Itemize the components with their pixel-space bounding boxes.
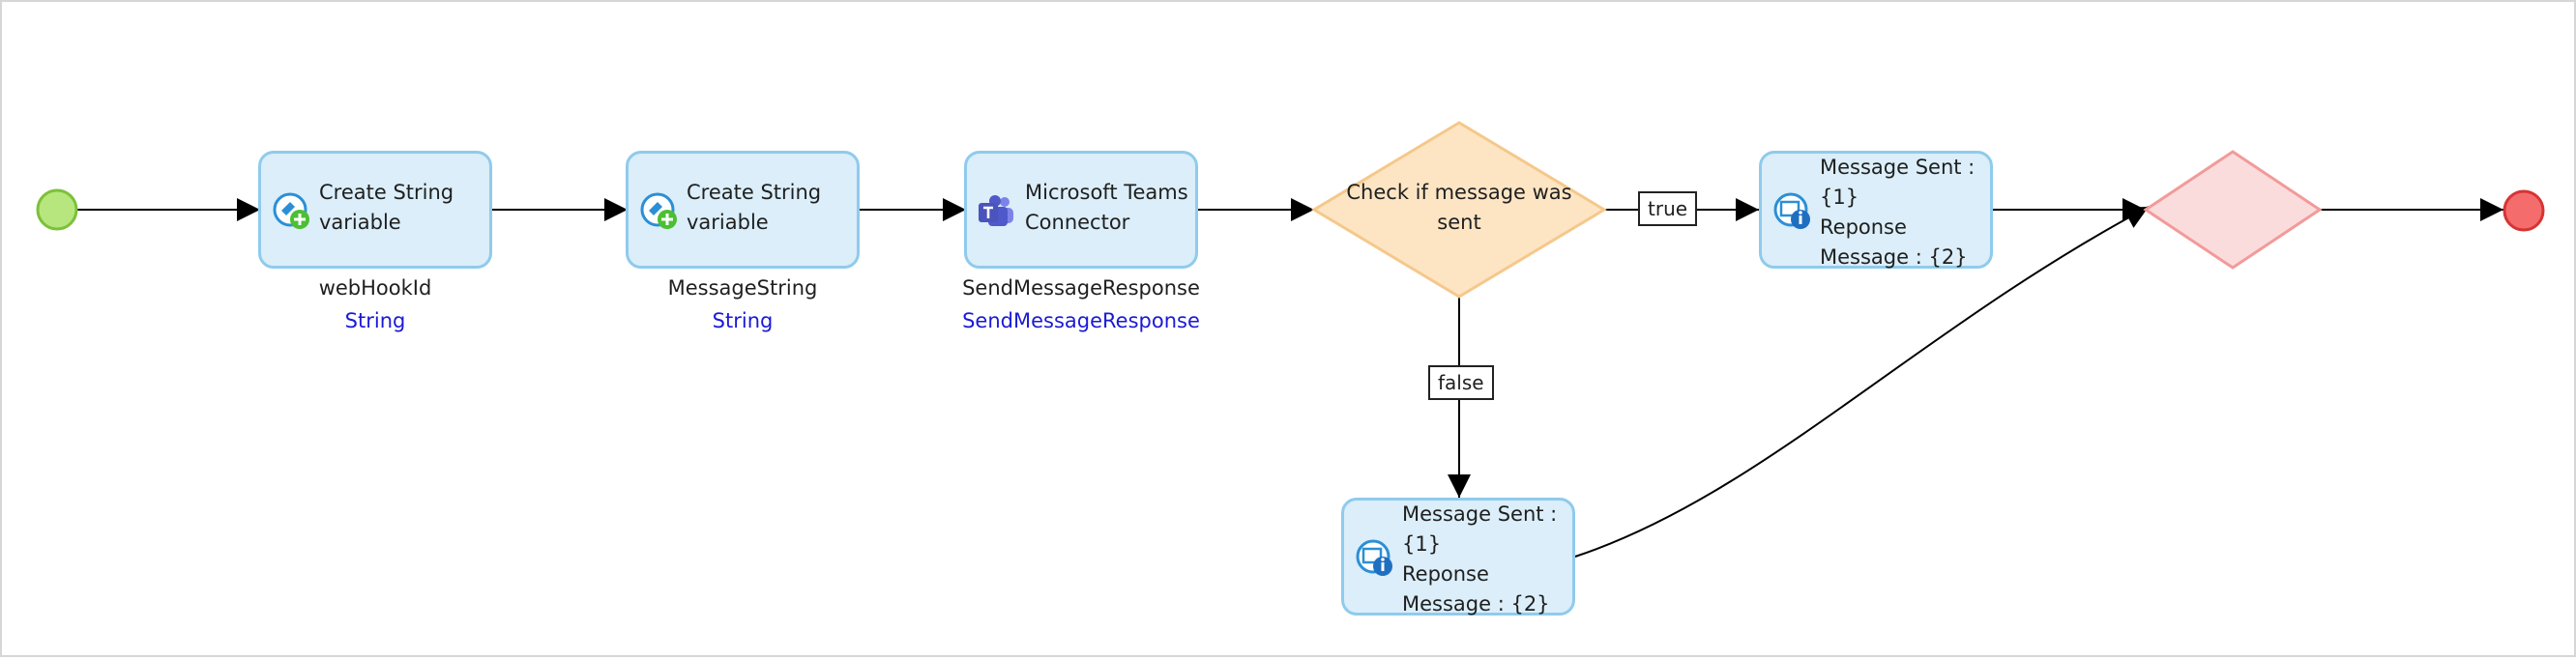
start-event[interactable]	[36, 188, 78, 231]
output-variable-type: String	[712, 309, 774, 332]
show-message-icon	[1771, 190, 1814, 242]
output-variable-name: SendMessageResponse	[962, 276, 1200, 300]
merge-gateway[interactable]	[2143, 150, 2323, 270]
activity-create-string-messagestring[interactable]: Create String variable	[626, 151, 860, 269]
create-variable-icon	[271, 190, 313, 242]
activity-label: Microsoft Teams Connector	[1025, 181, 1188, 234]
microsoft-teams-icon	[977, 192, 1015, 240]
decision-check-message-sent[interactable]	[1311, 121, 1607, 299]
decision-label: Check if message was sent	[1346, 181, 1572, 234]
activity-label: Create String variable	[687, 181, 822, 234]
activity-create-string-webhookid[interactable]: Create String variable	[258, 151, 492, 269]
activity-show-message-false[interactable]: Message Sent : {1} Reponse Message : {2}	[1341, 498, 1575, 616]
flow-msgfalse-to-merge[interactable]	[1574, 206, 2150, 558]
activity-label: Message Sent : {1} Reponse Message : {2}	[1402, 502, 1558, 616]
create-variable-icon	[638, 190, 681, 242]
output-variable-name: webHookId	[318, 276, 432, 300]
condition-false-label[interactable]: false	[1428, 365, 1494, 400]
activity-label: Message Sent : {1} Reponse Message : {2}	[1820, 156, 1976, 269]
activity-show-message-true[interactable]: Message Sent : {1} Reponse Message : {2}	[1759, 151, 1993, 269]
output-variable-name: MessageString	[667, 276, 818, 300]
activity-microsoft-teams-connector[interactable]: Microsoft Teams Connector	[964, 151, 1198, 269]
end-event[interactable]	[2503, 189, 2545, 232]
condition-true-label[interactable]: true	[1638, 191, 1698, 226]
activity-label: Create String variable	[319, 181, 454, 234]
output-variable-type: SendMessageResponse	[962, 309, 1200, 332]
show-message-icon	[1354, 537, 1396, 588]
output-variable-type: String	[344, 309, 406, 332]
